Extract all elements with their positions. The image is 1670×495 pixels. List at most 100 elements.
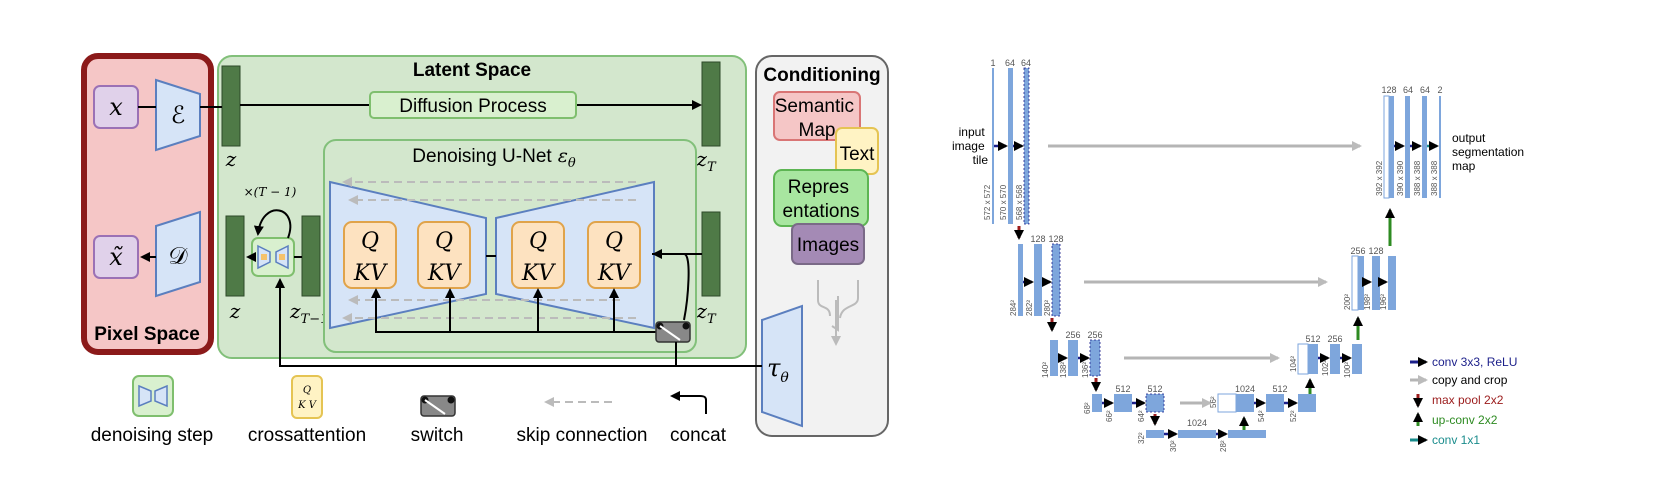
unet-ch-1: 1	[990, 58, 995, 68]
legend-denoising-label: denoising step	[91, 425, 214, 446]
denoising-step-dot-right	[279, 254, 285, 260]
unet-dim-104: 104²	[1289, 356, 1298, 372]
unet-r1-concat-blue	[1389, 96, 1394, 198]
unet-l4-conv2	[1145, 393, 1165, 413]
unet-dim-572: 572 x 572	[983, 184, 992, 220]
input-x-symbol: x	[109, 93, 123, 121]
unet-dim-100: 100²	[1343, 362, 1352, 378]
tau-output-line	[275, 278, 762, 367]
ldm-diagram: Pixel Space Latent Space Conditioning x …	[81, 53, 889, 446]
latent-zT-in-label: zT	[695, 299, 717, 327]
latent-zT1-bar	[301, 215, 321, 297]
unet-input-line2: image	[952, 139, 985, 153]
unet-l3-conv1	[1068, 340, 1078, 376]
unet-ch-128b: 128	[1048, 234, 1063, 244]
qkv-1-kv: KV	[353, 261, 388, 286]
unet-dim-140: 140²	[1041, 362, 1050, 378]
unet-dim-66: 66²	[1105, 410, 1114, 422]
unet-dim-196: 196²	[1379, 294, 1388, 310]
unet-ch-256a: 256	[1065, 330, 1080, 340]
unet-dim-282: 282²	[1025, 300, 1034, 316]
unet-dim-200: 200²	[1343, 294, 1352, 310]
unet-r4-concat-white	[1217, 393, 1237, 413]
tau-encoder-trapezoid	[761, 304, 803, 428]
unet-ch-512a: 512	[1115, 384, 1130, 394]
unet-dim-284: 284²	[1009, 300, 1018, 316]
unet-dim-64: 64²	[1137, 410, 1146, 422]
unet-dim-388b: 388 x 388	[1430, 160, 1439, 196]
unet-input-label: input image tile	[952, 125, 988, 167]
unet-input-line3: tile	[973, 153, 989, 167]
cond-text-label: Text	[840, 144, 876, 165]
legend-skip-label: skip connection	[517, 425, 648, 446]
cond-images-label: Images	[797, 235, 859, 256]
cond-semantic-map-label: Semantic Map	[775, 96, 859, 141]
latent-z-label: z	[225, 147, 237, 171]
unet-dim-68: 68²	[1083, 402, 1092, 414]
decoder-trapezoid	[155, 210, 201, 298]
encoder-symbol: ℰ	[171, 102, 186, 129]
cond-semantic-map-line2: Map	[799, 120, 836, 141]
unet-dim-52: 52²	[1289, 410, 1298, 422]
latent-zT-in-bar	[701, 211, 721, 297]
unet-bottom-conv2	[1228, 430, 1266, 438]
legend-crossattention-label: crossattention	[248, 425, 366, 446]
legend-crossattention-q: Q	[303, 385, 311, 396]
unet-dim-280: 280²	[1043, 300, 1052, 316]
repeat-label: ×(T − 1)	[244, 185, 297, 199]
unet-r1-conv1	[1405, 96, 1410, 198]
legend-concat-icon	[670, 391, 707, 414]
unet-r4-conv2	[1298, 394, 1316, 412]
unet-r4-concat-blue	[1236, 394, 1254, 412]
unet-ch-128a: 128	[1030, 234, 1045, 244]
unet-legend-conv1x1-label: conv 1x1	[1432, 433, 1480, 447]
latent-z-out-label: z	[229, 299, 241, 323]
unet-ch-256-r2: 256	[1350, 246, 1365, 256]
unet-ch-64-out-a: 64	[1403, 85, 1413, 95]
repeat-loop-arrow	[253, 209, 292, 239]
unet-legend-conv-label: conv 3x3, ReLU	[1432, 355, 1517, 369]
unet-dim-392: 392 x 392	[1375, 160, 1384, 196]
unet-ch-64-out-b: 64	[1420, 85, 1430, 95]
unet-diagram: input image tile output segmentation map…	[952, 58, 1524, 452]
unet-dim-390: 390 x 390	[1396, 160, 1405, 196]
unet-l2-pool	[1018, 244, 1023, 316]
unet-r2-conv1	[1372, 256, 1380, 310]
unet-legend-upconv-label: up-conv 2x2	[1432, 413, 1498, 427]
qkv-1-q: Q	[361, 229, 379, 254]
unet-l1-input	[992, 68, 994, 224]
unet-legend-copy-label: copy and crop	[1432, 373, 1508, 387]
pixel-space-title: Pixel Space	[94, 324, 200, 345]
output-x-symbol: x̃	[109, 243, 123, 271]
unet-dim-102: 102²	[1321, 360, 1330, 376]
legend-crossattention-kv: K V	[297, 400, 318, 411]
output-x-box	[93, 235, 139, 279]
qkv-block-4: Q KV	[587, 221, 641, 289]
unet-l3-conv2	[1089, 339, 1101, 377]
diffusion-process-label: Diffusion Process	[399, 96, 547, 117]
unet-ch-64a: 64	[1005, 58, 1015, 68]
cond-semantic-map-line1: Semantic	[775, 96, 854, 117]
unet-l1-conv2	[1023, 67, 1030, 225]
unet-input-line1: input	[959, 125, 986, 139]
unet-output-line1: output	[1452, 131, 1486, 145]
unet-ch-512-r4: 512	[1272, 384, 1287, 394]
unet-legend-pool-label: max pool 2x2	[1432, 393, 1504, 407]
latent-z-out-bar	[225, 215, 245, 297]
diffusion-process-box	[369, 91, 577, 119]
unet-r2-conv2	[1388, 256, 1396, 310]
unet-r3-concat-white	[1297, 343, 1309, 375]
unet-l2-conv2	[1051, 243, 1061, 317]
switch-node-right	[682, 322, 690, 330]
unet-ch-256b: 256	[1087, 330, 1102, 340]
legend-switch-node-right	[447, 396, 455, 404]
unet-r3-concat-blue	[1308, 344, 1318, 374]
unet-l3-pool	[1050, 340, 1058, 376]
legend-denoising-icon	[132, 375, 174, 417]
unet-r1-concat-white	[1383, 95, 1390, 199]
unet-dim-136: 136²	[1081, 362, 1090, 378]
unet-bottom-conv1	[1178, 430, 1216, 438]
cond-merge-lines	[817, 280, 859, 332]
